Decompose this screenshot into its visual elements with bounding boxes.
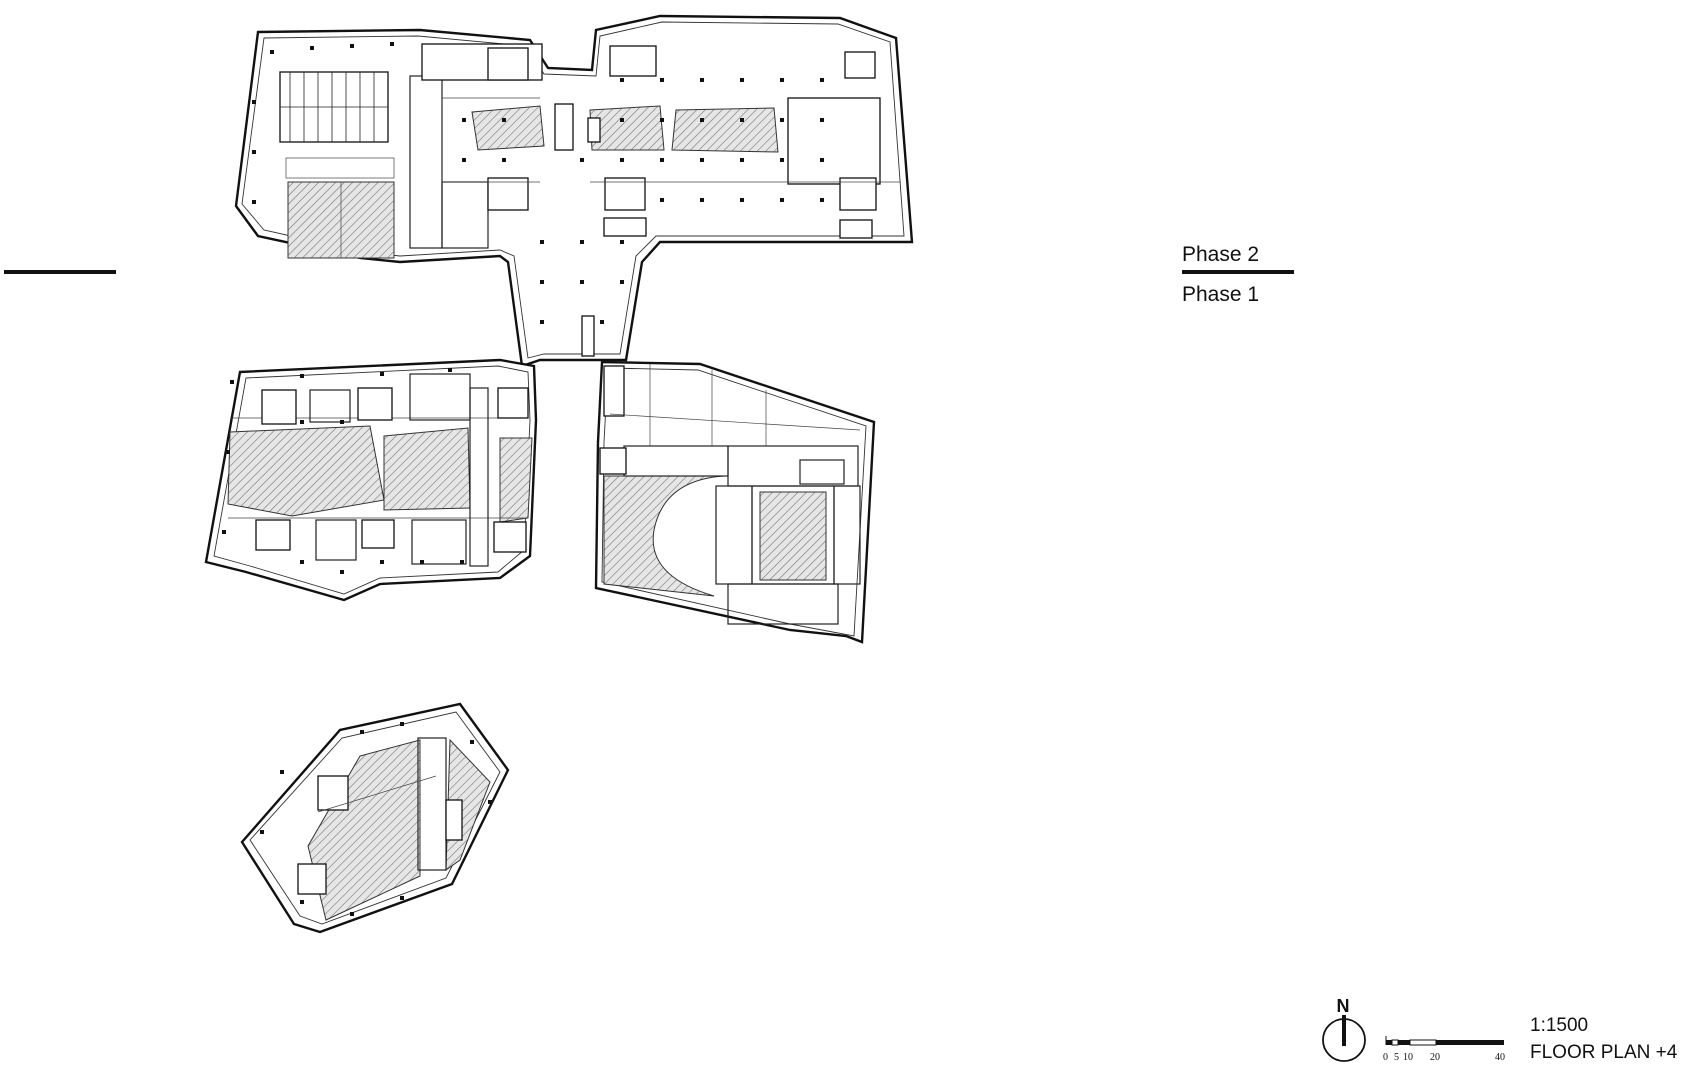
scale-bar: 0 5 10 20 40 — [1383, 1036, 1505, 1063]
north-letter: N — [1337, 996, 1350, 1016]
drawing-scale: 1:1500 — [1530, 1015, 1588, 1036]
scale-tick-0: 0 — [1383, 1052, 1388, 1063]
building-south — [240, 702, 510, 934]
structural-columns — [222, 42, 824, 916]
scale-tick-10: 10 — [1403, 1052, 1413, 1063]
legend-phase1-label: Phase 1 — [1182, 283, 1259, 306]
hatched-area — [603, 475, 725, 597]
title-block: 1:1500 FLOOR PLAN +4 — [1530, 1015, 1678, 1063]
building-west — [204, 358, 538, 602]
building-northwest — [234, 14, 914, 368]
legend-phase2-label: Phase 2 — [1182, 243, 1259, 266]
scale-tick-40: 40 — [1495, 1052, 1505, 1063]
building-east — [594, 360, 876, 644]
scale-tick-5: 5 — [1394, 1052, 1399, 1063]
drawing-title: FLOOR PLAN +4 — [1530, 1042, 1678, 1063]
north-arrow-icon: N — [1322, 996, 1366, 1062]
scale-tick-20: 20 — [1430, 1052, 1440, 1063]
phase-legend: Phase 2 Phase 1 — [1182, 243, 1294, 306]
